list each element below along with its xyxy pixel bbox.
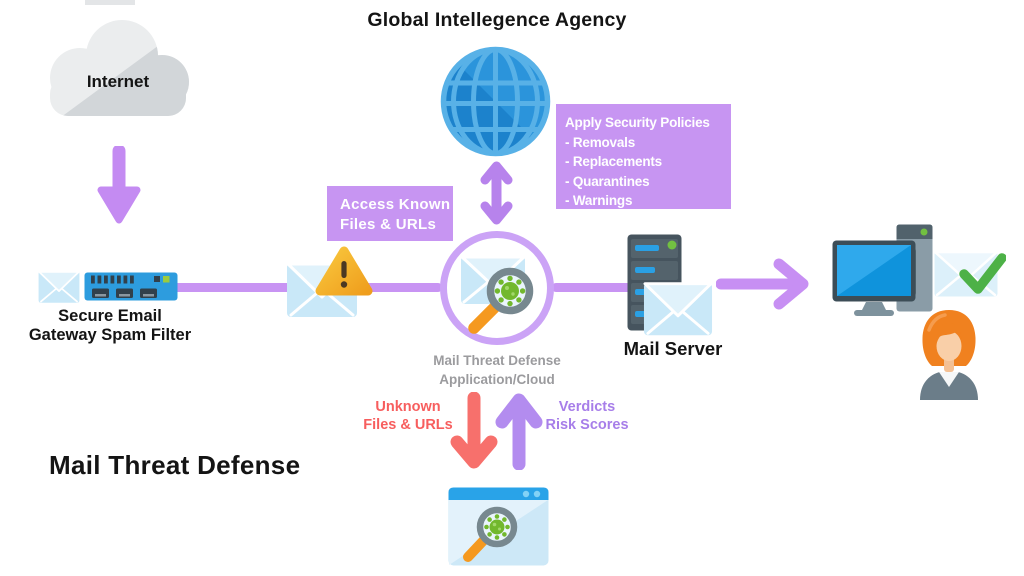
verdicts-label: Verdicts Risk Scores bbox=[537, 399, 637, 434]
unknown-files-label: Unknown Files & URLs bbox=[358, 399, 458, 434]
spam-filter-appliance-icon bbox=[84, 272, 178, 301]
magnifier-handle bbox=[463, 535, 489, 562]
access-box-line1: Access Known bbox=[340, 196, 451, 213]
right-arrow-icon bbox=[716, 258, 809, 310]
verified-envelope-icon bbox=[934, 251, 1006, 297]
internet-label: Internet bbox=[86, 72, 150, 91]
center-node-label-line2: Application/Cloud bbox=[439, 371, 555, 387]
internet-cloud-icon bbox=[50, 20, 189, 116]
sandbox-browser-icon bbox=[448, 487, 549, 566]
cropped-top-shape bbox=[85, 0, 135, 5]
security-policies-box: Apply Security Policies - Removals - Rep… bbox=[556, 104, 731, 209]
unknown-files-down-arrow-icon bbox=[450, 392, 498, 469]
mail-threat-defense-node bbox=[440, 231, 554, 345]
server-envelope-icon bbox=[643, 282, 713, 336]
user-icon bbox=[920, 310, 978, 400]
verdicts-label-line1: Verdicts bbox=[558, 399, 616, 415]
policy-item: - Quarantines bbox=[565, 173, 650, 189]
policy-item: - Replacements bbox=[565, 154, 662, 169]
globe-icon bbox=[440, 46, 551, 157]
access-box-line2: Files & URLs bbox=[340, 216, 437, 233]
policy-item: - Removals bbox=[565, 134, 636, 150]
down-arrow-icon bbox=[97, 146, 141, 224]
warning-triangle-icon bbox=[315, 246, 373, 296]
virus-icon bbox=[494, 275, 526, 307]
flow-line-node-to-server bbox=[552, 283, 632, 292]
page-title: Mail Threat Defense bbox=[49, 450, 301, 480]
gateway-label-line1: Secure Email bbox=[58, 307, 162, 325]
mail-server-label: Mail Server bbox=[623, 338, 723, 359]
virus-icon bbox=[484, 514, 510, 540]
agency-title: Global Intellegence Agency bbox=[367, 9, 627, 31]
gateway-label-line2: Gateway Spam Filter bbox=[28, 325, 192, 344]
gateway-label: Secure Email Gateway Spam Filter bbox=[22, 307, 198, 344]
unknown-files-label-line2: Files & URLs bbox=[363, 416, 453, 433]
verdicts-up-arrow-icon bbox=[495, 393, 543, 470]
policy-item: - Warnings bbox=[565, 193, 633, 208]
checkmark-icon bbox=[959, 253, 1006, 294]
policies-title: Apply Security Policies bbox=[565, 115, 710, 130]
envelope-scan-icon bbox=[460, 255, 534, 334]
center-node-label-line1: Mail Threat Defense bbox=[433, 353, 561, 368]
monitor-icon bbox=[832, 240, 916, 316]
gateway-envelope-icon bbox=[38, 270, 80, 303]
verdicts-label-line2: Risk Scores bbox=[545, 416, 629, 433]
unknown-files-label-line1: Unknown bbox=[375, 399, 441, 415]
magnifier-handle bbox=[468, 299, 503, 334]
center-node-label: Mail Threat Defense Application/Cloud bbox=[405, 352, 589, 389]
access-known-box: Access Known Files & URLs bbox=[327, 186, 453, 241]
double-arrow-icon bbox=[480, 161, 513, 225]
